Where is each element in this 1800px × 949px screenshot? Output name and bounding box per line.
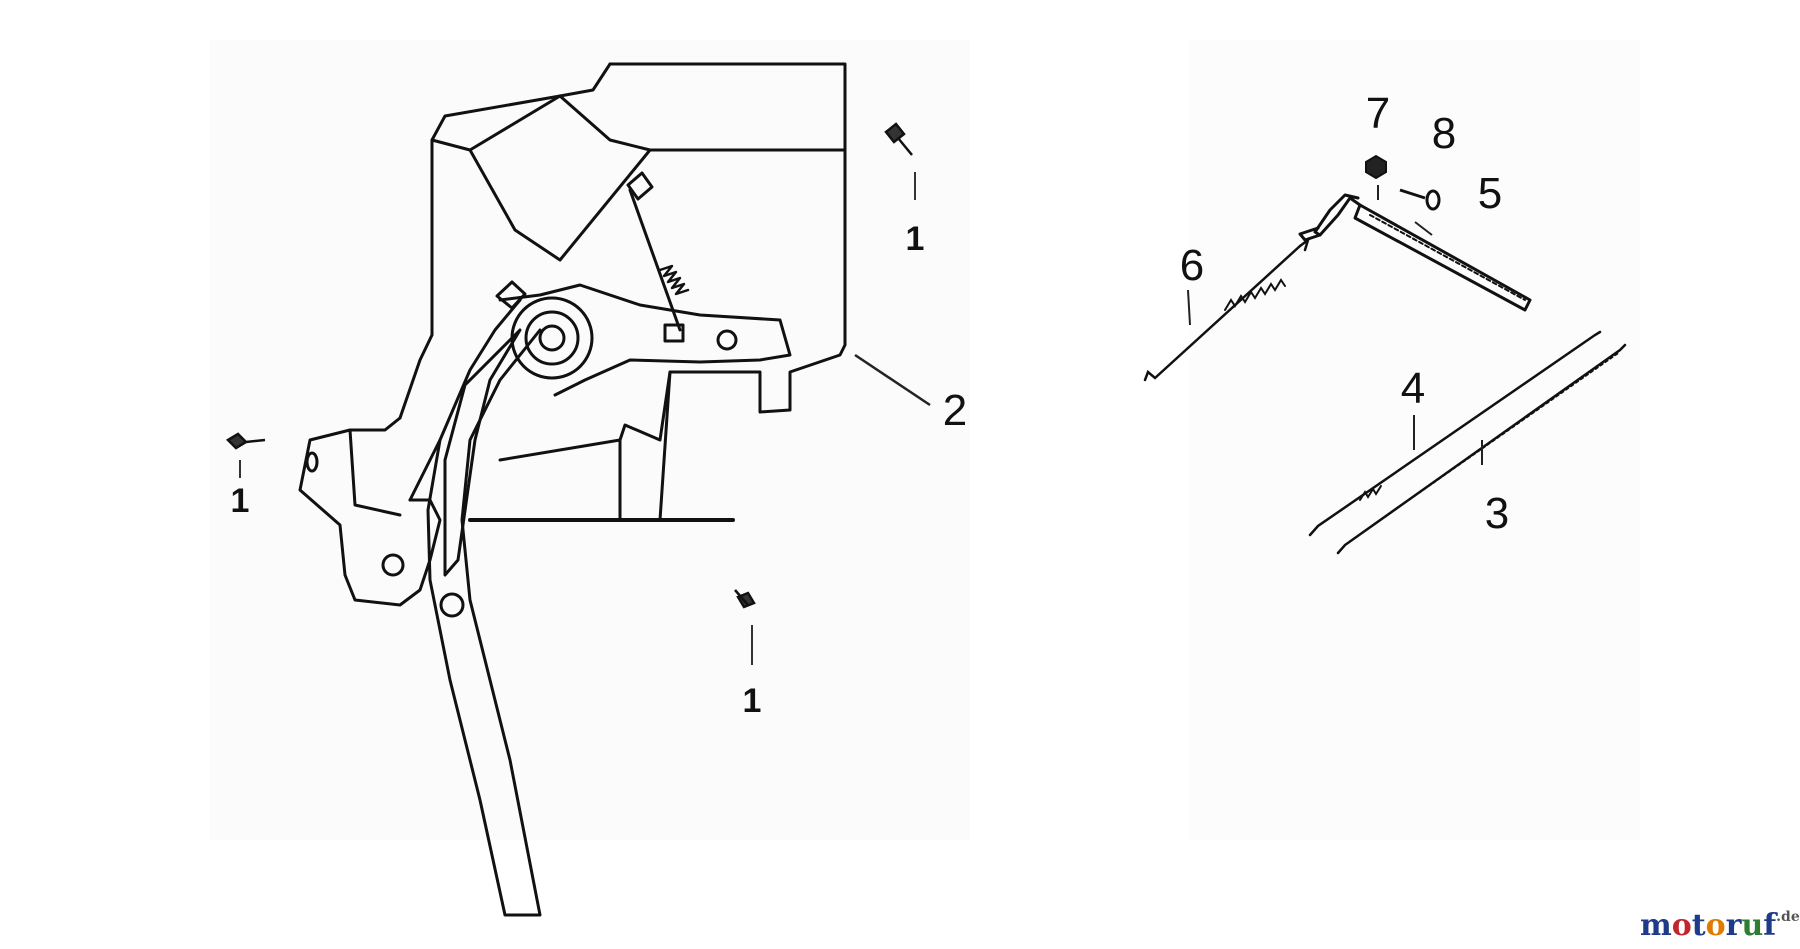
watermark-letter: u (1741, 908, 1763, 943)
spring-coil (658, 264, 690, 296)
pulley-mid (524, 310, 580, 366)
callout-8: 8 (1432, 109, 1456, 158)
mount-hole (381, 553, 405, 577)
lever-bolt (495, 280, 527, 310)
spring-block (663, 323, 685, 343)
watermark-letter: o (1706, 908, 1726, 943)
callout-5: 5 (1478, 169, 1502, 218)
callout-6: 6 (1180, 241, 1204, 290)
housing-outline (608, 62, 847, 522)
part-5-bracket (1298, 193, 1532, 312)
part-4-cable (1308, 330, 1602, 537)
callout-1-top-right: 1 (906, 220, 925, 258)
lever-hole (716, 329, 738, 351)
lever-plate (498, 283, 792, 397)
left-panel-bg (210, 40, 970, 840)
handle-pivot (439, 592, 465, 618)
callout-4: 4 (1401, 364, 1425, 413)
callout-2: 2 (943, 386, 967, 435)
part-8-bolt (1399, 188, 1441, 211)
housing-top-left (398, 62, 612, 420)
watermark-letter: f (1763, 908, 1778, 943)
mount-block (298, 416, 442, 607)
watermark-letter: r (1726, 908, 1743, 943)
part-2-housing-assembly (298, 62, 847, 917)
handle-arm (426, 298, 542, 917)
watermark-tld: .de (1776, 909, 1800, 925)
watermark-letter: o (1672, 908, 1692, 943)
part-7-nut (1365, 154, 1387, 180)
screw-1-top-right (884, 122, 913, 156)
leader-2 (854, 353, 931, 407)
callout-3: 3 (1485, 489, 1509, 538)
pulley-inner (538, 324, 566, 352)
part-6-spring-rod (1143, 236, 1311, 382)
watermark-text: motoruf.de (1640, 908, 1800, 943)
handle-slot (443, 328, 522, 577)
callout-1-bottom: 1 (743, 682, 762, 720)
watermark-letter: m (1640, 908, 1672, 943)
watermark-letter: t (1692, 908, 1706, 943)
callout-7: 7 (1366, 89, 1390, 138)
watermark-logo: motoruf.de (1640, 908, 1800, 943)
leader-6 (1187, 289, 1191, 326)
lower-step (618, 370, 672, 522)
leader-5 (1414, 221, 1433, 236)
screw-1-bottom (734, 589, 756, 609)
callout-1-left: 1 (231, 482, 250, 520)
screw-1-left (225, 432, 266, 450)
